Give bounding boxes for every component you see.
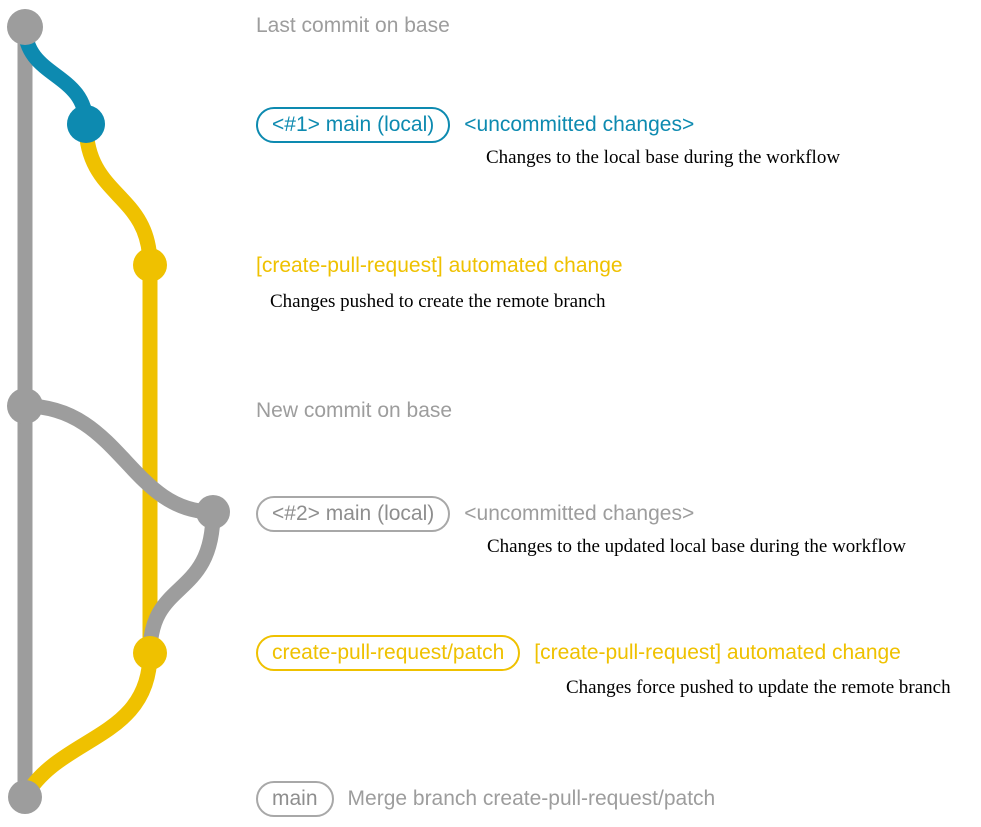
commit-node-merge[interactable]: [8, 780, 42, 814]
commit-node-local-2[interactable]: [196, 495, 230, 529]
commit-note-local-2: Changes to the updated local base during…: [487, 536, 906, 557]
commit-node-base-new[interactable]: [7, 388, 43, 424]
row-local-commit-2: <#2> main (local) <uncommitted changes>: [256, 496, 694, 532]
commit-note-local-1: Changes to the local base during the wor…: [486, 147, 841, 168]
commit-subject-remote-2: [create-pull-request] automated change: [534, 641, 901, 664]
branch-label-main-local-1[interactable]: <#1> main (local): [256, 107, 451, 143]
commit-note-remote-1: Changes pushed to create the remote bran…: [270, 291, 606, 312]
commit-node-base-head[interactable]: [7, 9, 43, 45]
commit-subject-local-1: <uncommitted changes>: [464, 113, 695, 136]
commit-subject-remote-1: [create-pull-request] automated change: [256, 254, 623, 277]
commit-node-remote-patch-2[interactable]: [133, 636, 167, 670]
edge-base-to-local2: [17, 398, 221, 520]
row-remote-commit-1: [create-pull-request] automated change: [256, 255, 623, 276]
commit-subject-local-2: <uncommitted changes>: [464, 502, 695, 525]
commit-note-remote-2: Changes force pushed to update the remot…: [566, 677, 951, 698]
edge-remote2-to-merge: [17, 645, 158, 805]
branch-label-main[interactable]: main: [256, 781, 334, 817]
edge-local2-to-remote2: [142, 504, 221, 661]
edge-local1-to-remote1: [78, 116, 158, 273]
branch-label-main-local-2[interactable]: <#2> main (local): [256, 496, 451, 532]
heading-last-commit-on-base: Last commit on base: [256, 14, 450, 37]
branch-label-create-pull-request-patch[interactable]: create-pull-request/patch: [256, 635, 521, 671]
row-remote-commit-2: create-pull-request/patch [create-pull-r…: [256, 635, 901, 671]
row-local-commit-1: <#1> main (local) <uncommitted changes>: [256, 107, 694, 143]
commit-node-remote-patch-1[interactable]: [133, 248, 167, 282]
row-merge-commit: main Merge branch create-pull-request/pa…: [256, 781, 715, 817]
commit-subject-merge: Merge branch create-pull-request/patch: [347, 787, 716, 810]
commit-node-local-1[interactable]: [67, 105, 105, 143]
heading-new-commit-on-base: New commit on base: [256, 399, 453, 422]
